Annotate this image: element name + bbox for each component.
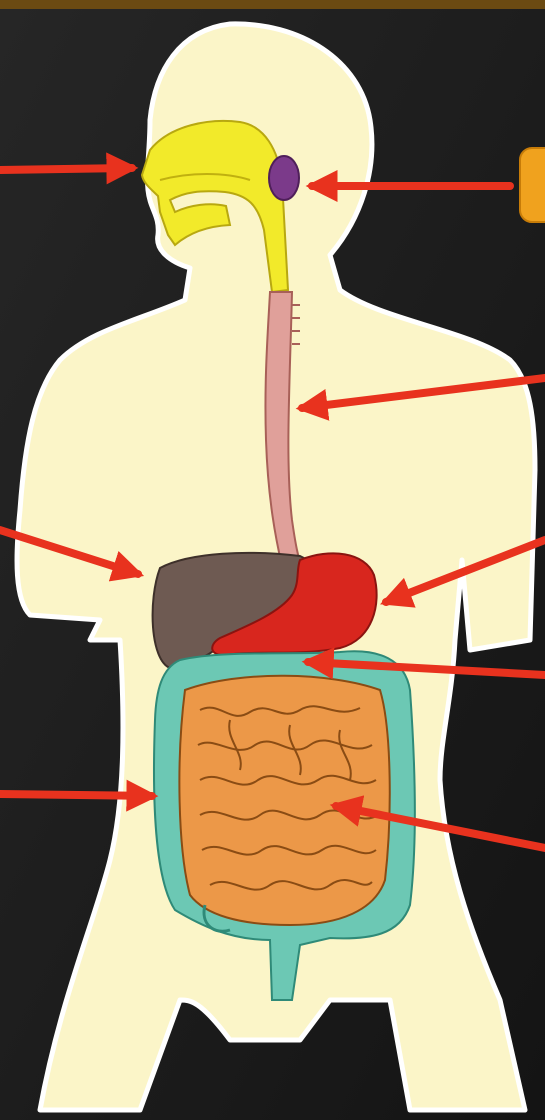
- label-tab: [520, 148, 545, 222]
- salivary-gland: [269, 156, 299, 200]
- arrow-mouth: [0, 168, 132, 170]
- top-bar: [0, 0, 545, 9]
- arrow-large-intestine: [0, 794, 152, 796]
